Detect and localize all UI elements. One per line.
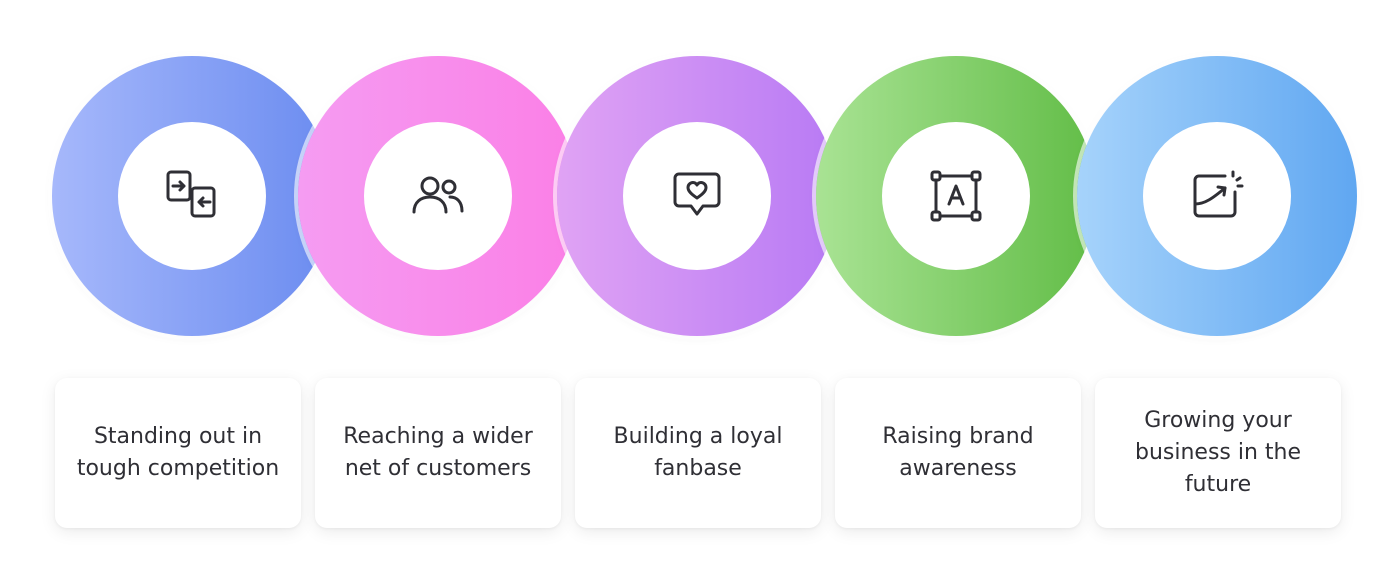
benefit-label-3: Building a loyal fanbase — [613, 424, 783, 481]
benefit-circle-5-center — [1143, 122, 1291, 270]
heart-chat-icon — [673, 172, 721, 216]
brand-frame-icon — [930, 170, 982, 222]
benefit-circle-2 — [298, 56, 578, 336]
benefit-circle-3 — [557, 56, 837, 336]
compare-panels-icon — [166, 170, 216, 218]
benefit-circle-3-center — [623, 122, 771, 270]
benefit-card-5: Growing your business in the future — [1095, 378, 1341, 528]
benefit-circle-5 — [1077, 56, 1357, 336]
benefit-card-2: Reaching a wider net of customers — [315, 378, 561, 528]
benefit-label-1: Standing out in tough competition — [76, 424, 280, 481]
benefit-label-5: Growing your business in the future — [1134, 408, 1302, 497]
benefit-circle-1-center — [118, 122, 266, 270]
benefit-card-1: Standing out in tough competition — [55, 378, 301, 528]
benefit-circle-1 — [52, 56, 332, 336]
benefit-label-2: Reaching a wider net of customers — [343, 424, 533, 481]
benefit-card-3: Building a loyal fanbase — [575, 378, 821, 528]
growth-chart-icon — [1193, 170, 1244, 218]
benefit-label-4: Raising brand awareness — [882, 424, 1034, 481]
benefit-circle-4 — [816, 56, 1096, 336]
benefit-card-4: Raising brand awareness — [835, 378, 1081, 528]
benefit-circle-2-center — [364, 122, 512, 270]
benefit-circle-4-center — [882, 122, 1030, 270]
users-icon — [412, 176, 464, 214]
